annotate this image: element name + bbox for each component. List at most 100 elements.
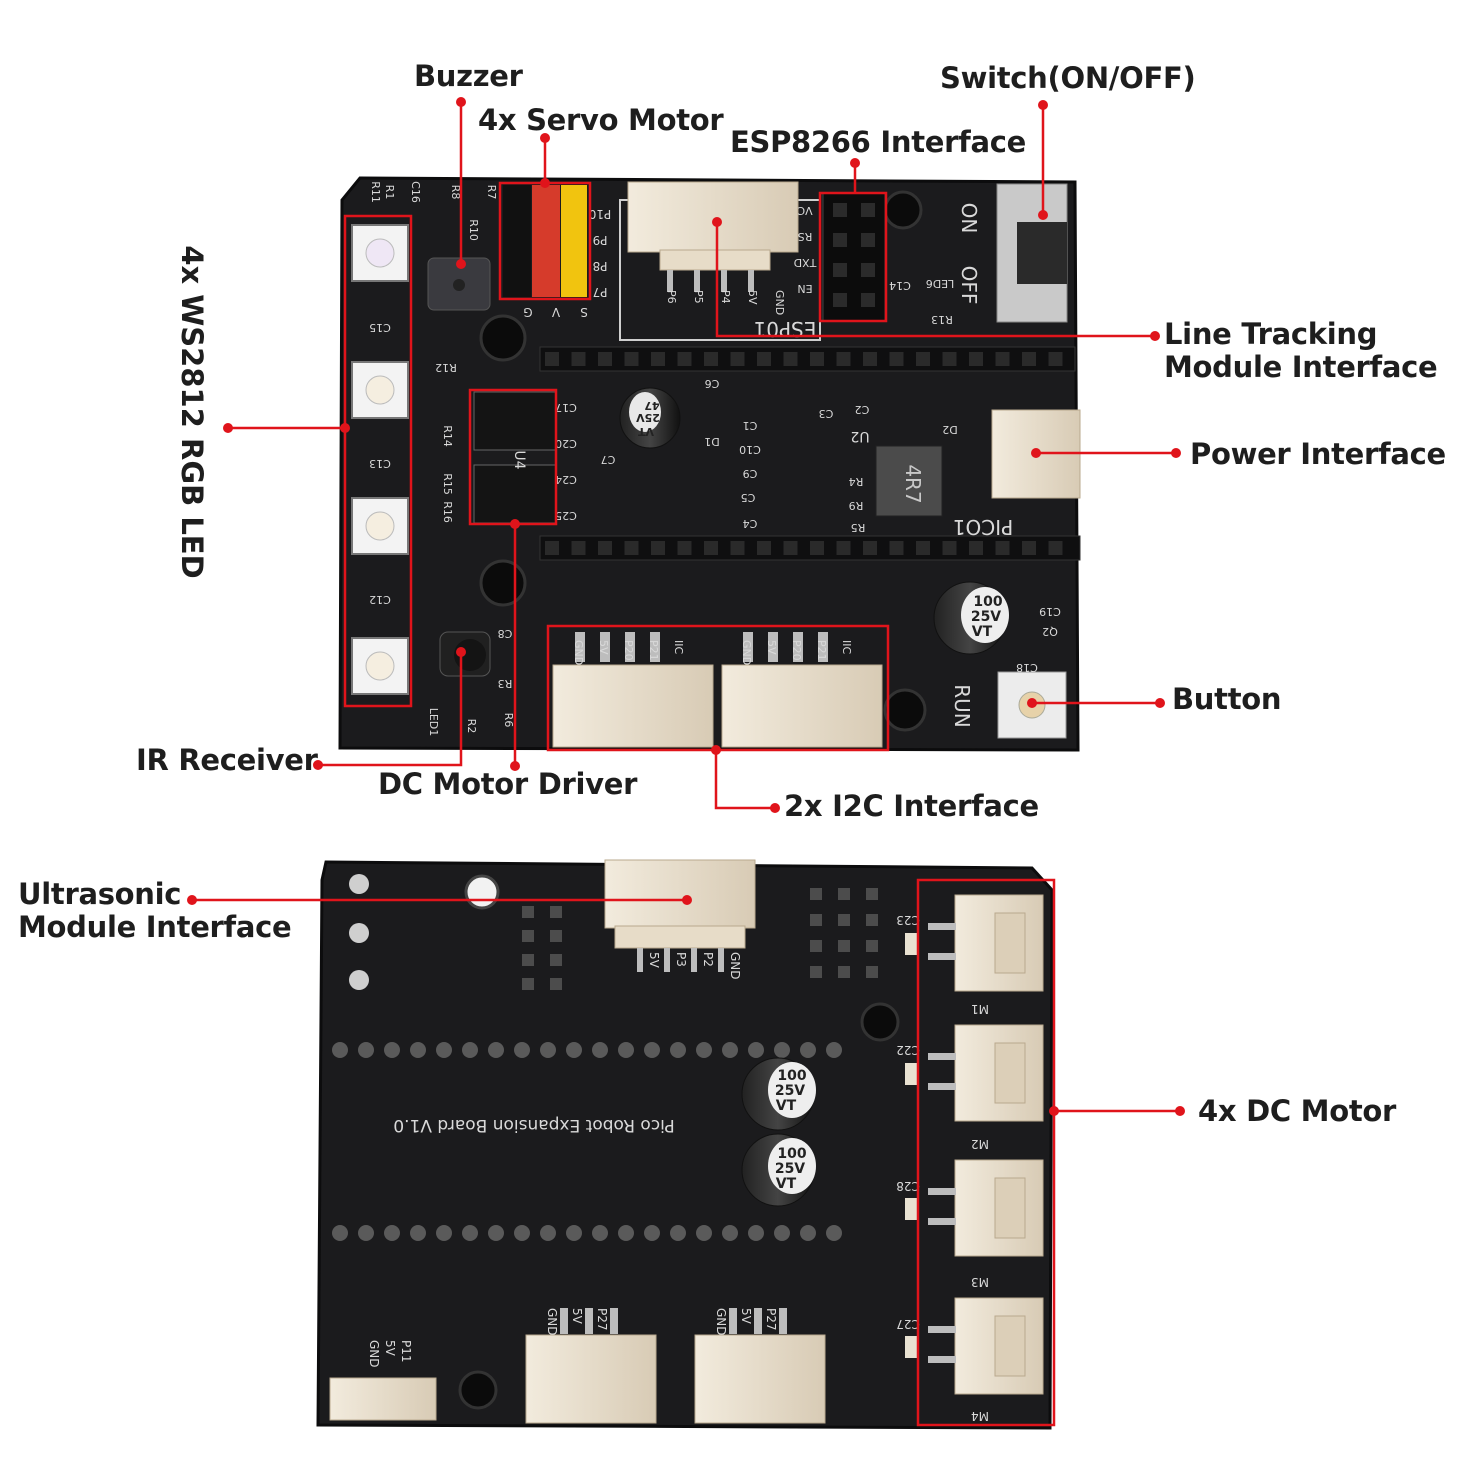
silk-pico1: PICO1 bbox=[953, 515, 1013, 539]
pin-pad bbox=[826, 1225, 842, 1241]
callouts bbox=[192, 102, 1180, 1427]
p27-connector-1 bbox=[525, 1334, 657, 1424]
pin-pad bbox=[462, 1042, 478, 1058]
pin-pad bbox=[800, 1225, 816, 1241]
silk-part: D1 bbox=[704, 435, 719, 448]
pin-pad bbox=[618, 1225, 634, 1241]
silk-part: R1 bbox=[383, 185, 396, 200]
i2c-connector-2 bbox=[721, 664, 883, 748]
pin-pad bbox=[774, 1225, 790, 1241]
power-switch bbox=[996, 183, 1068, 323]
silk-p27-pin: 5V bbox=[739, 1308, 753, 1325]
silk-servo-pin: P7 bbox=[593, 285, 608, 299]
pin-pad bbox=[358, 1042, 374, 1058]
pin-pad bbox=[644, 1225, 660, 1241]
silk-small-pin: P11 bbox=[399, 1340, 413, 1363]
silk-servo-col: G bbox=[523, 305, 532, 319]
silk-ultra-pin: P2 bbox=[701, 952, 715, 967]
silk-part: C7 bbox=[601, 453, 616, 466]
silk-u4: U4 bbox=[511, 450, 527, 469]
silk-cap: C23 bbox=[896, 913, 920, 927]
silk-part: LED6 bbox=[926, 277, 955, 290]
svg-text:25V: 25V bbox=[636, 411, 660, 424]
servo-headers bbox=[503, 185, 587, 297]
pin-pad bbox=[384, 1042, 400, 1058]
silk-part: R9 bbox=[849, 499, 864, 512]
silk-servo-pin: P10 bbox=[589, 207, 612, 221]
silk-part: C24 bbox=[555, 473, 577, 486]
silk-cap: C27 bbox=[896, 1317, 920, 1331]
silk-part: C18 bbox=[1016, 661, 1038, 674]
silk-i2c-pin: 5V bbox=[597, 640, 610, 655]
silk-line-pin: P6 bbox=[665, 290, 678, 304]
silk-p27-pin: P27 bbox=[595, 1308, 609, 1331]
svg-text:100: 100 bbox=[973, 594, 1002, 610]
mount-hole bbox=[860, 1002, 900, 1042]
silk-ultra-pin: 5V bbox=[647, 952, 661, 969]
pico-header-top bbox=[539, 346, 1076, 372]
svg-text:100: 100 bbox=[777, 1146, 806, 1162]
svg-text:VT: VT bbox=[776, 1176, 797, 1192]
silk-ultra-pin: P3 bbox=[674, 952, 688, 967]
rgb-led-column bbox=[351, 224, 409, 695]
silk-motor: M2 bbox=[971, 1137, 989, 1151]
silk-run: RUN bbox=[950, 684, 974, 728]
silk-line-pin: P4 bbox=[719, 290, 732, 304]
silk-motor: M4 bbox=[971, 1409, 989, 1423]
silk-i2c-pin: GND bbox=[740, 640, 753, 665]
line-tracking-connector bbox=[627, 181, 799, 292]
silk-part: Q2 bbox=[1042, 625, 1058, 638]
label-dc-motor: 4x DC Motor bbox=[1198, 1094, 1397, 1128]
silk-part: C20 bbox=[555, 437, 577, 450]
silk-p27-pin: GND bbox=[714, 1308, 728, 1336]
silk-esp01: ESP01 bbox=[754, 317, 817, 341]
silk-part: C4 bbox=[743, 517, 758, 530]
silk-motor: M1 bbox=[971, 1002, 989, 1016]
pin-pad bbox=[748, 1225, 764, 1241]
svg-text:VT: VT bbox=[972, 624, 993, 640]
inductor bbox=[875, 445, 943, 517]
pin-pad bbox=[462, 1225, 478, 1241]
silk-cap: C28 bbox=[896, 1179, 920, 1193]
silk-servo-col: S bbox=[580, 305, 588, 319]
silk-part: R16 bbox=[441, 501, 454, 523]
run-button bbox=[997, 671, 1067, 739]
pin-pad bbox=[748, 1042, 764, 1058]
label-ultrasonic: Ultrasonic Module Interface bbox=[18, 877, 292, 945]
silk-esp-pin: TXD bbox=[794, 256, 818, 269]
silk-part: R13 bbox=[931, 313, 953, 326]
pin-pad bbox=[540, 1225, 556, 1241]
silk-esp-pin: VC bbox=[797, 204, 813, 217]
silk-part: D2 bbox=[942, 423, 957, 436]
label-dc-motor-driver: DC Motor Driver bbox=[378, 767, 638, 801]
silk-i2c-pin: P20 bbox=[622, 640, 635, 661]
silk-part: R15 bbox=[441, 473, 454, 495]
silk-p27-pin: P27 bbox=[764, 1308, 778, 1331]
pin-pad bbox=[488, 1225, 504, 1241]
silk-part: C12 bbox=[369, 593, 391, 606]
pin-pad bbox=[514, 1225, 530, 1241]
pin-pad bbox=[670, 1042, 686, 1058]
pin-pad bbox=[410, 1042, 426, 1058]
silk-small-pin: GND bbox=[367, 1340, 381, 1368]
silk-u2: U2 bbox=[850, 428, 869, 444]
pin-pad bbox=[540, 1042, 556, 1058]
mount-hole bbox=[883, 688, 927, 732]
i2c-connector-1 bbox=[552, 664, 714, 748]
silk-on: ON bbox=[957, 203, 981, 234]
label-button: Button bbox=[1172, 682, 1282, 716]
pin-pad bbox=[436, 1042, 452, 1058]
pin-pad bbox=[358, 1225, 374, 1241]
pin-pad bbox=[332, 1042, 348, 1058]
pin-pad bbox=[592, 1225, 608, 1241]
pin-pad bbox=[774, 1042, 790, 1058]
pin-pad bbox=[566, 1225, 582, 1241]
svg-text:VT: VT bbox=[638, 425, 655, 438]
silk-part: R11 bbox=[369, 181, 382, 203]
silk-esp-pin: RS bbox=[798, 230, 813, 243]
silk-i2c-pin: P21 bbox=[815, 640, 828, 661]
silk-i2c-pin: P21 bbox=[647, 640, 660, 661]
esp01-header bbox=[822, 192, 886, 322]
silk-inductor: 4R7 bbox=[901, 464, 925, 503]
